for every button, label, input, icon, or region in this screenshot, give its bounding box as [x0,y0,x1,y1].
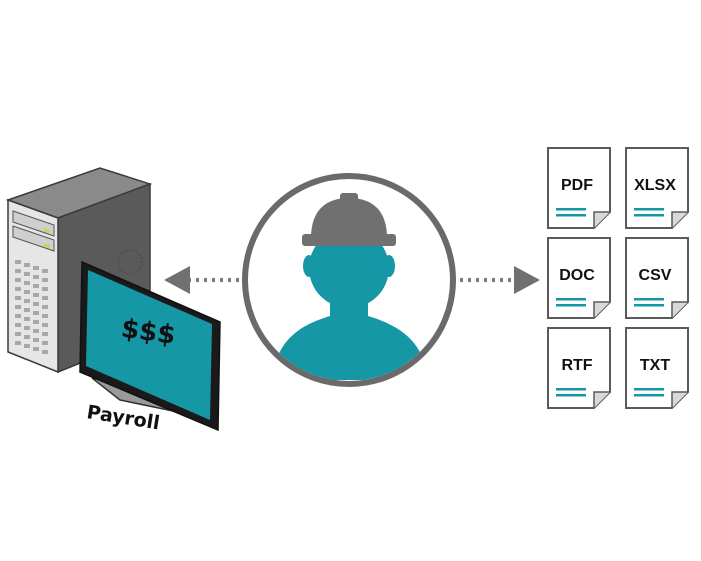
vent-slot [33,302,39,306]
vent-slot [15,278,21,282]
document-text-line [634,304,664,307]
vent-slot [33,266,39,270]
vent-slot [24,335,30,339]
vent-slot [15,305,21,309]
document-label: RTF [561,357,592,374]
document-tile-pdf: PDF [547,147,611,229]
vent-slot [42,278,48,282]
vent-slot [33,293,39,297]
vent-slot [42,323,48,327]
vent-slot [24,272,30,276]
document-tile-xlsx: XLSX [625,147,689,229]
server-vents [15,260,48,354]
document-tile-doc: DOC [547,237,611,319]
vent-slot [42,305,48,309]
document-label: DOC [559,267,595,284]
dotted-arrow-right-icon [460,266,540,294]
vent-slot [24,326,30,330]
vent-slot [24,263,30,267]
document-fold [671,301,688,318]
vent-slot [42,341,48,345]
document-tile-rtf: RTF [547,327,611,409]
vent-slot [15,314,21,318]
vent-slot [24,308,30,312]
monitor-icon: $$$ [79,260,221,432]
vent-slot [33,284,39,288]
vent-slot [42,287,48,291]
document-text-line [634,388,664,391]
vent-slot [24,281,30,285]
document-text-line [634,394,664,397]
document-fold [593,391,610,408]
vent-slot [24,317,30,321]
document-label: TXT [640,357,670,374]
vent-slot [33,347,39,351]
document-fold [593,301,610,318]
vent-slot [15,332,21,336]
hardhat-worker-icon [242,173,456,387]
document-text-line [634,298,664,301]
vent-slot [24,299,30,303]
document-tile-csv: CSV [625,237,689,319]
vent-slot [33,275,39,279]
document-tile-txt: TXT [625,327,689,409]
dotted-arrow-left-icon [164,266,244,294]
document-text-line [634,214,664,217]
document-text-line [556,208,586,211]
document-text-line [556,304,586,307]
vent-slot [15,323,21,327]
vent-slot [15,260,21,264]
vent-slot [42,314,48,318]
document-label: CSV [639,267,672,284]
vent-slot [15,296,21,300]
vent-slot [15,287,21,291]
document-fold [671,391,688,408]
document-text-line [556,388,586,391]
vent-slot [33,338,39,342]
vent-slot [24,290,30,294]
vent-slot [15,269,21,273]
document-text-line [556,214,586,217]
document-text-line [634,208,664,211]
document-fold [671,211,688,228]
document-text-line [556,298,586,301]
document-fold [593,211,610,228]
vent-slot [42,296,48,300]
vent-slot [33,320,39,324]
document-text-line [556,394,586,397]
vent-slot [42,332,48,336]
vent-slot [33,329,39,333]
vent-slot [15,341,21,345]
document-label: PDF [561,177,593,194]
vent-slot [42,350,48,354]
vent-slot [24,344,30,348]
monitor-screen-text: $$$ [119,314,177,351]
vent-slot [42,269,48,273]
document-label: XLSX [634,177,676,194]
payroll-system: $$$ Payroll [5,167,221,434]
document-grid: PDF XLSX DOC CSV RTF TXT [547,147,689,409]
vent-slot [33,311,39,315]
